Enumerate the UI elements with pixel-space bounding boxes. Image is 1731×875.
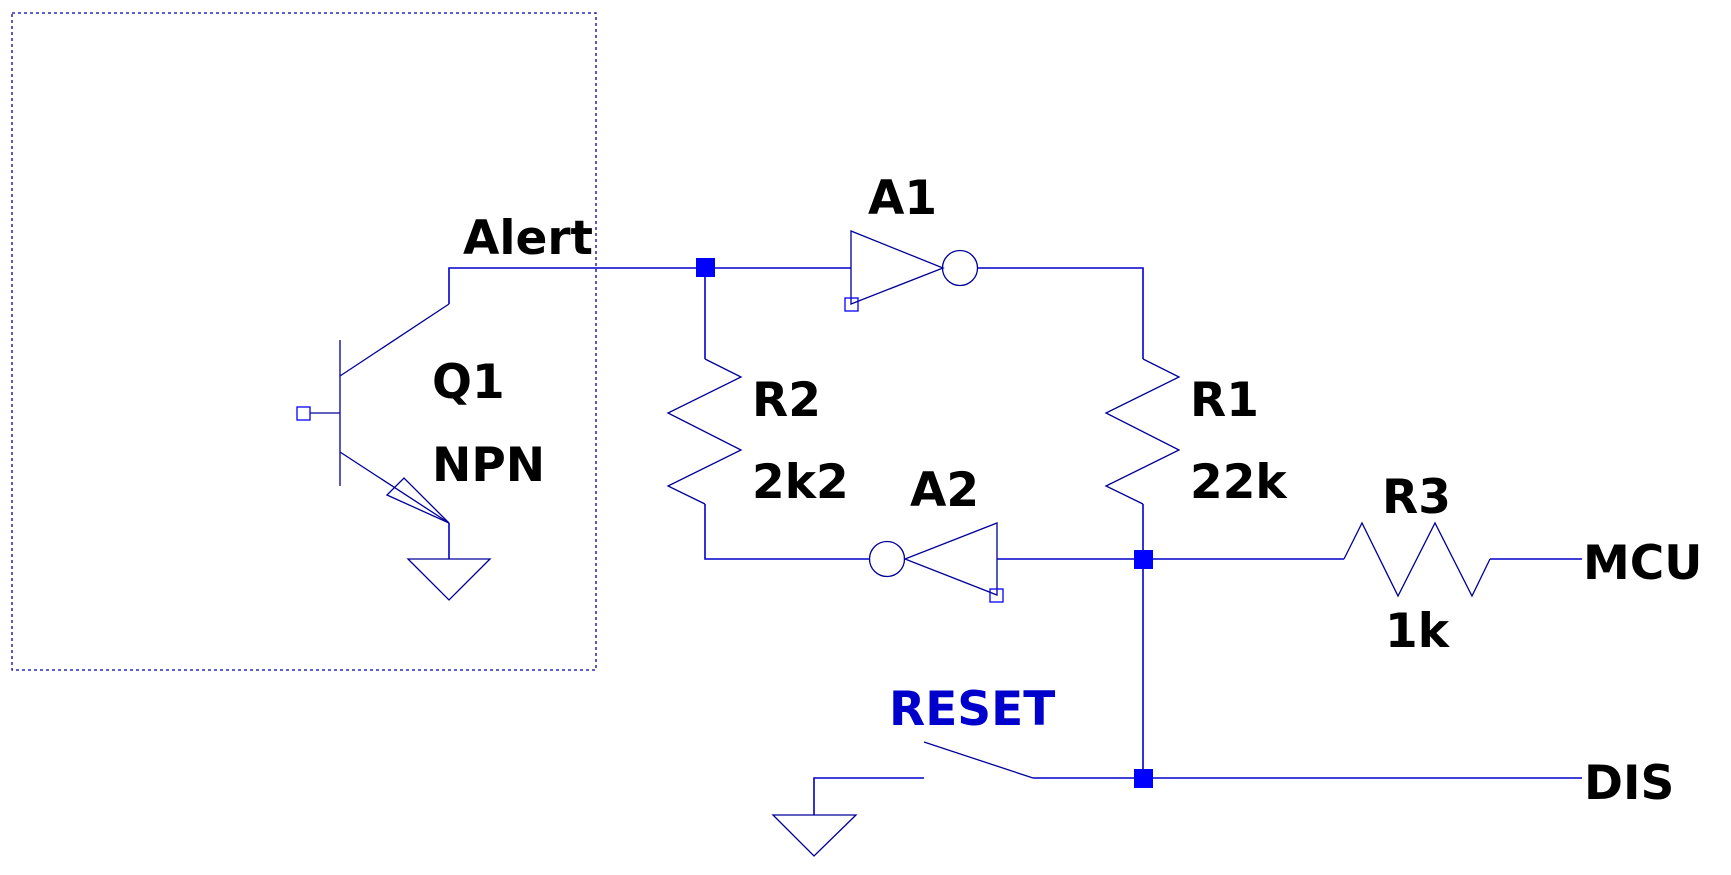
r3-ref-label: R3 [1382,470,1451,525]
junction-alert [696,258,715,277]
a2-triangle-icon [903,522,998,596]
a1-ref-label: A1 [868,171,937,226]
a1-output-wire[interactable] [978,267,1144,359]
q1-group-box [11,12,597,671]
switch-left-wire[interactable] [813,777,924,815]
q1-type-label: NPN [432,438,545,493]
inverter-a2[interactable] [868,522,1004,603]
net-label-alert: Alert [463,211,593,266]
r1-value-label: 22k [1190,455,1288,510]
q1-base-pin[interactable] [296,406,311,421]
switch-reset-label: RESET [889,682,1055,737]
resistor-r2-icon[interactable] [666,358,743,505]
r2-ref-label: R2 [752,373,821,428]
ground-icon [771,814,858,857]
net-label-dis: DIS [1584,756,1674,811]
switch-lever-icon [923,741,1034,779]
a1-ground-pin[interactable] [844,297,859,312]
junction-dis [1134,769,1153,788]
resistor-r3-icon[interactable] [1343,521,1491,598]
transistor-q1[interactable] [296,303,450,524]
a2-bubble-icon [868,540,906,578]
alert-wire[interactable] [448,267,705,304]
resistor-r1-icon[interactable] [1104,358,1181,505]
a2-ref-label: A2 [910,463,979,518]
switch-reset[interactable] [813,741,1143,815]
a1-triangle-icon [850,230,945,305]
net-label-mcu: MCU [1583,536,1702,591]
q1-ref-label: Q1 [432,355,505,410]
r1-ref-label: R1 [1190,373,1259,428]
a2-ground-pin[interactable] [989,588,1004,603]
r2-value-label: 2k2 [752,455,849,510]
ground-icon [406,558,492,601]
r2-bottom-wire[interactable] [704,504,869,560]
a1-bubble-icon [941,249,979,287]
junction-mcu [1134,550,1153,569]
q1-collector-lead [339,303,450,377]
q1-emitter-arrow-icon [385,477,450,524]
inverter-a1[interactable] [844,230,979,312]
r3-value-label: 1k [1385,604,1451,659]
